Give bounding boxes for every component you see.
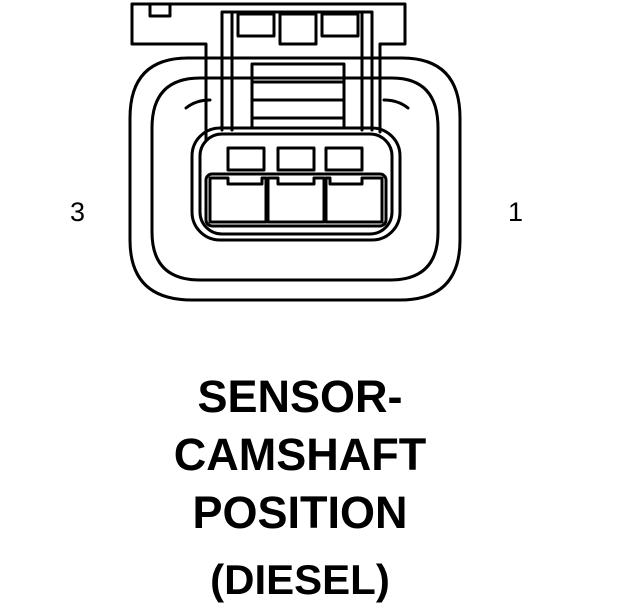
latch-window-mid [278,12,318,46]
terminal-housing-inner [198,132,394,236]
latch-lever [250,62,346,130]
terminal-tab-1 [324,146,364,172]
terminal-tab-2 [276,146,316,172]
title-line-4: (DIESEL) [210,556,390,603]
pin-label-right: 1 [508,197,524,227]
connector-inner-shell [150,76,440,282]
terminal-cavity-1 [324,176,384,224]
pin-label-left: 3 [70,197,86,227]
title-line-3: POSITION [192,487,408,538]
title-line-1: SENSOR- [197,371,403,422]
connector-outer-shell [128,56,462,302]
latch-inner-frame [220,10,374,132]
latch-rib-left [184,98,212,110]
terminal-cavity-3 [208,176,268,224]
terminal-cavity-2 [266,176,326,224]
latch-window-right [320,12,360,38]
locking-latch [130,2,407,142]
terminal-housing-outer [190,126,402,242]
terminal-cavity-row-outline [204,172,388,228]
latch-rib-right [382,98,410,110]
latch-window-left [236,12,276,38]
title-line-2: CAMSHAFT [173,429,427,480]
terminal-tab-3 [226,146,266,172]
